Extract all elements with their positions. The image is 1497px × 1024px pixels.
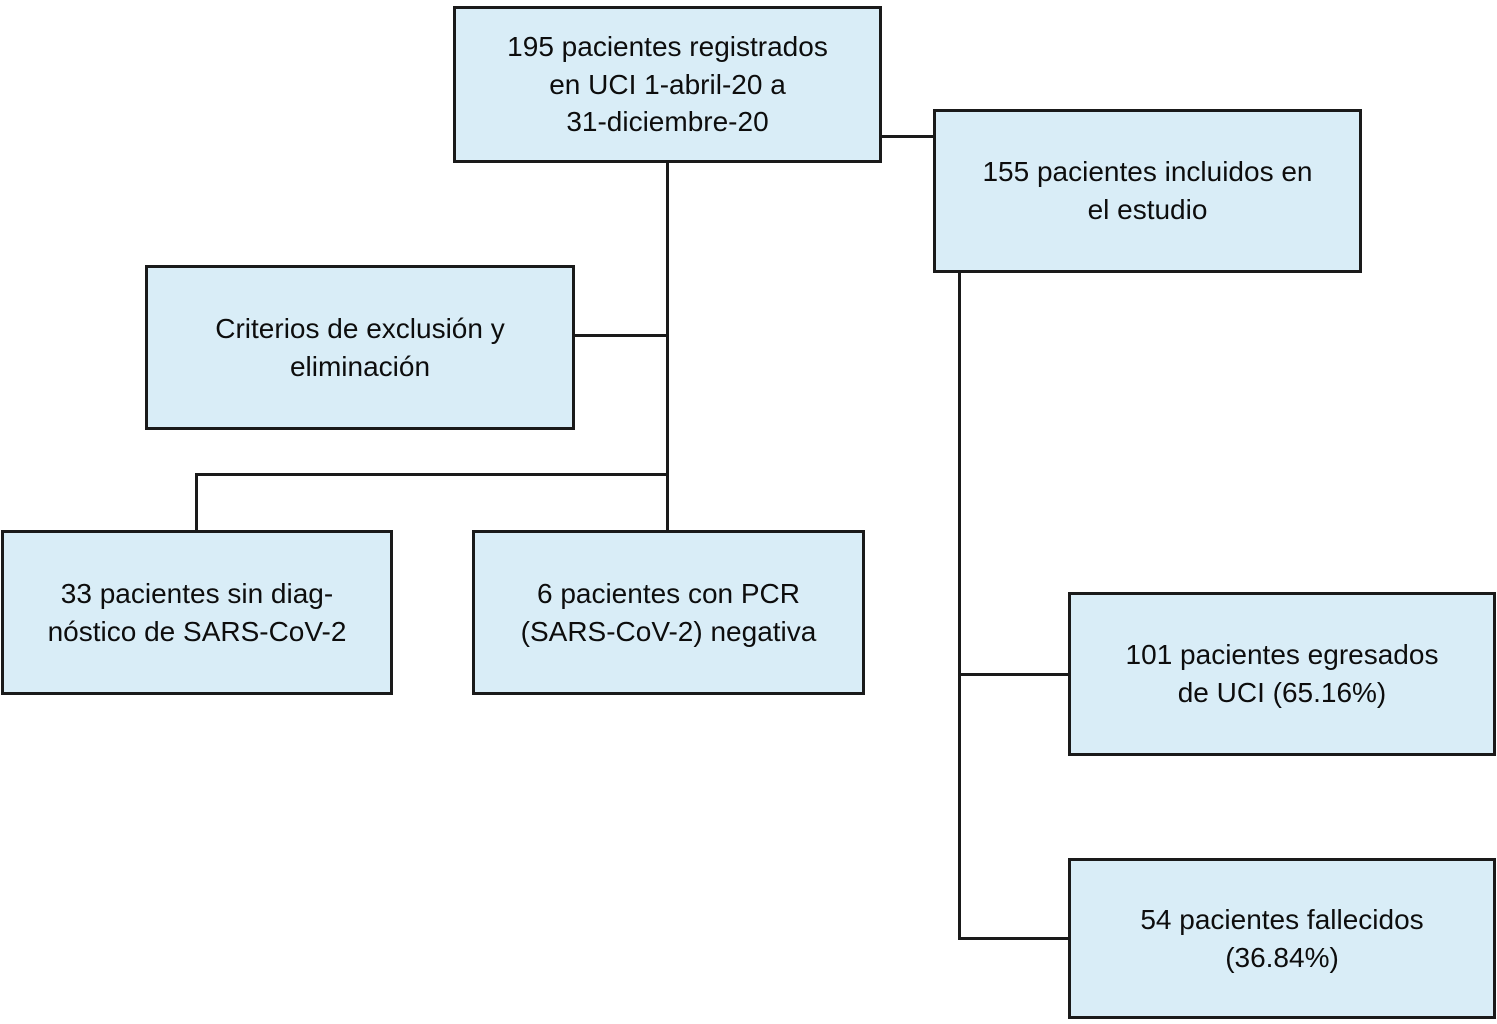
box-text-line: de UCI (65.16%) [1177, 677, 1387, 708]
box-text-line: 33 pacientes sin diag- [60, 577, 334, 609]
box-text-line: 155 pacientes incluidos en [982, 156, 1313, 188]
flowchart-box-exclusion-criteria: Criterios de exclusión y eliminación [145, 265, 575, 430]
box-text-line: nóstico de SARS-CoV-2 [47, 615, 347, 647]
flowchart-box-registered-patients: 195 pacientes registrados en UCI 1-abril… [453, 6, 882, 163]
box-text-line: 101 pacientes egresados [1125, 639, 1439, 671]
connector-exclusion-to-trunk [573, 334, 669, 337]
flowchart-box-no-sars-diagnosis: 33 pacientes sin diag- nóstico de SARS-C… [1, 530, 393, 695]
box-text-line: 31-diciembre-20 [566, 106, 769, 138]
flowchart-box-included-patients: 155 pacientes incluidos en el estudio [933, 109, 1362, 273]
connector-included-trunk-vertical [958, 271, 961, 940]
connector-registered-trunk-vertical [666, 161, 669, 530]
box-text-line: el estudio [1087, 194, 1208, 225]
connector-registered-to-included [882, 135, 933, 138]
box-text-line: (SARS-CoV-2) negativa [520, 615, 817, 647]
box-text-line: (36.84%) [1225, 941, 1339, 973]
connector-to-deceased [958, 937, 1071, 940]
box-text-line: 54 pacientes fallecidos [1140, 903, 1424, 935]
box-text-line: 6 pacientes con PCR [536, 577, 801, 609]
box-text-line: Criterios de exclusión y [215, 312, 505, 344]
flowchart-box-pcr-negative: 6 pacientes con PCR (SARS-CoV-2) negativ… [472, 530, 865, 695]
flowchart-box-deceased-patients: 54 pacientes fallecidos (36.84%) [1068, 858, 1496, 1019]
flowchart-box-discharged-patients: 101 pacientes egresados de UCI (65.16%) [1068, 592, 1496, 756]
connector-drop-to-no-diagnosis [195, 473, 198, 530]
box-text-line: 195 pacientes registrados [507, 31, 828, 63]
box-text-line: eliminación [289, 350, 431, 382]
box-text-line: en UCI 1-abril-20 a [549, 68, 786, 100]
connector-to-discharged [958, 673, 1071, 676]
connector-exclusion-branch-horizontal [195, 473, 669, 476]
